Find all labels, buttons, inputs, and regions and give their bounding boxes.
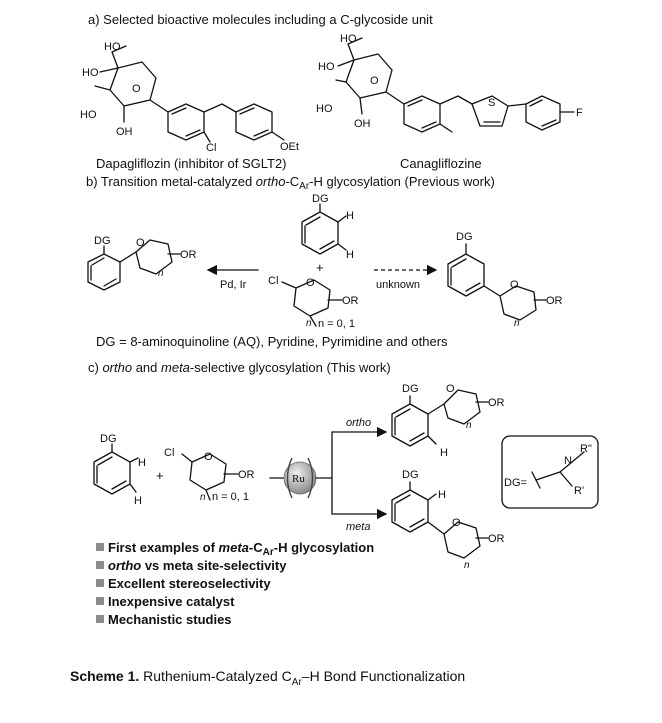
highlight-1: First examples of meta-CAr-H glycosylati…: [108, 540, 374, 558]
panel-b-n-values: n = 0, 1: [318, 318, 355, 330]
panel-c-plus: +: [156, 468, 164, 483]
dg-definition-box: [501, 435, 599, 509]
panel-b-plus: +: [316, 260, 324, 275]
cana-ho-bottom: HO: [316, 103, 333, 115]
highlight-2: ortho vs meta site-selectivity: [108, 558, 287, 573]
panel-b-left-or: OR: [180, 249, 197, 261]
panel-b-dg-center: DG: [312, 193, 329, 205]
meta-product-dg: DG: [402, 469, 419, 481]
meta-product-n: n: [464, 560, 470, 571]
ortho-product-n: n: [466, 420, 472, 431]
panel-c-cl: Cl: [164, 447, 174, 459]
panel-b-donor-or: OR: [342, 295, 359, 307]
bullet-marker: [96, 615, 104, 623]
panel-b-cl: Cl: [268, 275, 278, 287]
panel-c-dg: DG: [100, 433, 117, 445]
dapagliflozin-structure: [94, 45, 285, 143]
caption-text-post: –H Bond Functionalization: [301, 668, 466, 684]
panel-c-branch-arrows: [331, 426, 388, 520]
ortho-product-o: O: [446, 383, 455, 395]
panel-b-donor-o: O: [306, 277, 315, 289]
caption-text-sub: Ar: [291, 676, 302, 688]
canagliflozin-name: Canagliflozine: [400, 156, 482, 171]
panel-b-left-catalyst: Pd, Ir: [220, 279, 247, 291]
panel-c-glycosyl-donor: [181, 453, 239, 501]
ortho-product: [391, 389, 489, 447]
highlight-5: Mechanistic studies: [108, 612, 232, 627]
panel-b-h-ortho2: H: [346, 249, 354, 261]
meta-product-or: OR: [488, 533, 505, 545]
panel-c-donor-or: OR: [238, 469, 255, 481]
dg-box-prefix: DG=: [504, 477, 527, 489]
cana-ho-left: HO: [318, 61, 335, 73]
cana-oh: OH: [354, 118, 371, 130]
panel-c-donor-o: O: [204, 451, 213, 463]
caption-label: Scheme 1.: [70, 668, 140, 684]
ru-label: Ru: [292, 473, 305, 485]
ortho-product-h: H: [440, 447, 448, 459]
ru-catalyst: [269, 457, 333, 499]
panel-c-n-values: n = 0, 1: [212, 491, 249, 503]
ortho-label: ortho: [346, 417, 371, 429]
meta-product-h: H: [438, 489, 446, 501]
panel-b-dg-definition: DG = 8-aminoquinoline (AQ), Pyridine, Py…: [96, 334, 448, 349]
bullet-marker: [96, 597, 104, 605]
meta-product-o: O: [452, 517, 461, 529]
cana-ho-top: HO: [340, 33, 357, 45]
panel-b-donor-n: n: [306, 318, 312, 329]
panel-b-left-dg: DG: [94, 235, 111, 247]
panel-b-unknown: unknown: [376, 279, 420, 291]
panel-b-left-n: n: [158, 268, 164, 279]
cana-f: F: [576, 107, 583, 119]
panel-b-right-or: OR: [546, 295, 563, 307]
panel-b-right-n: n: [514, 318, 520, 329]
panel-b-arene: [301, 203, 347, 255]
meta-product: [391, 481, 489, 559]
panel-a-heading: a) Selected bioactive molecules includin…: [88, 12, 433, 27]
panel-b-left-o: O: [136, 237, 145, 249]
bullet-marker: [96, 543, 104, 551]
dapagliflozin-name: Dapagliflozin (inhibitor of SGLT2): [96, 156, 287, 171]
panel-b-heading: b) Transition metal-catalyzed ortho-CAr-…: [86, 174, 495, 192]
panel-b-glycosyl-donor: [281, 279, 343, 327]
dapa-oet: OEt: [280, 141, 299, 153]
dapa-oh: OH: [116, 126, 133, 138]
panel-b-right-product: [447, 243, 547, 321]
dapa-ho-top: HO: [104, 41, 121, 53]
bullet-marker: [96, 579, 104, 587]
highlight-4: Inexpensive catalyst: [108, 594, 235, 609]
panel-c-heading: c) ortho and meta-selective glycosylatio…: [88, 360, 391, 375]
meta-label: meta: [346, 521, 370, 533]
dapa-ho-bottom: HO: [80, 109, 97, 121]
dapa-ho-left: HO: [82, 67, 99, 79]
dg-box-n: N: [564, 455, 572, 467]
panel-b-right-dg: DG: [456, 231, 473, 243]
panel-b-h-ortho1: H: [346, 210, 354, 222]
cana-thiophene-s: S: [488, 97, 495, 109]
dg-box-r2: R": [580, 443, 592, 455]
canagliflozin-structure: [335, 37, 575, 133]
panel-c-h-meta: H: [134, 495, 142, 507]
dapa-cl: Cl: [206, 142, 216, 154]
cana-ring-o: O: [370, 75, 379, 87]
highlights-list: First examples of meta-CAr-H glycosylati…: [96, 540, 374, 627]
ortho-product-or: OR: [488, 397, 505, 409]
dg-box-r1: R': [574, 485, 584, 497]
panel-c-donor-n: n: [200, 492, 206, 503]
scheme-caption: Scheme 1. Ruthenium-Catalyzed CAr–H Bond…: [70, 668, 465, 688]
panel-c-arene: [93, 443, 139, 495]
panel-b-left-product: [87, 239, 181, 291]
bullet-marker: [96, 561, 104, 569]
panel-b-right-o: O: [510, 279, 519, 291]
caption-text-pre: Ruthenium-Catalyzed C: [139, 668, 292, 684]
ortho-product-dg: DG: [402, 383, 419, 395]
panel-c-h-ortho: H: [138, 457, 146, 469]
dapa-ring-o: O: [132, 83, 141, 95]
highlight-3: Excellent stereoselectivity: [108, 576, 271, 591]
